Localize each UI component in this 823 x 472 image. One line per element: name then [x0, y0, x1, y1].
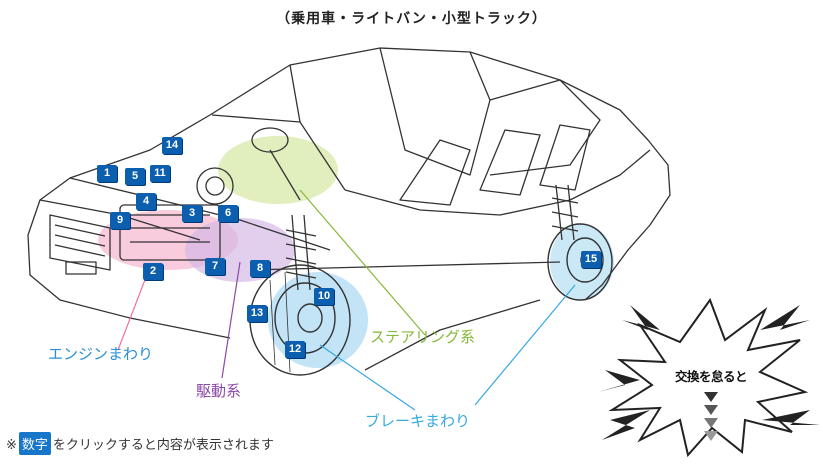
part-badge-12[interactable]: 12 [285, 341, 305, 358]
steering-zone [218, 136, 338, 204]
drive-system-label: 駆動系 [196, 382, 242, 400]
note-highlight: 数字 [18, 432, 51, 455]
part-badge-11[interactable]: 11 [150, 165, 170, 182]
brake-leader-rear [474, 284, 576, 406]
part-badge-14[interactable]: 14 [162, 137, 182, 154]
engine-leader [117, 271, 149, 351]
part-badge-13[interactable]: 13 [247, 305, 267, 322]
steering-system-label: ステアリング系 [370, 328, 476, 346]
part-badge-4[interactable]: 4 [136, 193, 156, 210]
engine-system-label: エンジンまわり [48, 345, 154, 363]
brake-system-label: ブレーキまわり [365, 412, 471, 430]
note-suffix: をクリックすると内容が表示されます [52, 438, 274, 453]
warning-burst-icon [598, 297, 820, 458]
part-badge-1[interactable]: 1 [97, 165, 117, 182]
part-badge-9[interactable]: 9 [110, 212, 130, 229]
warning-text: 交換を怠ると [674, 369, 748, 384]
part-badge-15[interactable]: 15 [581, 251, 601, 268]
note-prefix: ※ [6, 438, 17, 453]
car-lower [27, 234, 231, 339]
part-badge-6[interactable]: 6 [218, 205, 238, 222]
page-title: （乗用車・ライトバン・小型トラック） [276, 11, 547, 27]
part-badge-8[interactable]: 8 [250, 260, 270, 277]
steering-leader [299, 189, 426, 336]
part-badge-5[interactable]: 5 [125, 168, 145, 185]
brake-leader [319, 344, 416, 411]
part-badge-2[interactable]: 2 [143, 263, 163, 280]
part-badge-10[interactable]: 10 [314, 288, 334, 305]
part-badge-3[interactable]: 3 [182, 205, 202, 222]
instruction-note: ※数字をクリックすると内容が表示されます [6, 432, 274, 455]
part-badge-7[interactable]: 7 [205, 258, 225, 275]
drive-leader [221, 261, 241, 379]
